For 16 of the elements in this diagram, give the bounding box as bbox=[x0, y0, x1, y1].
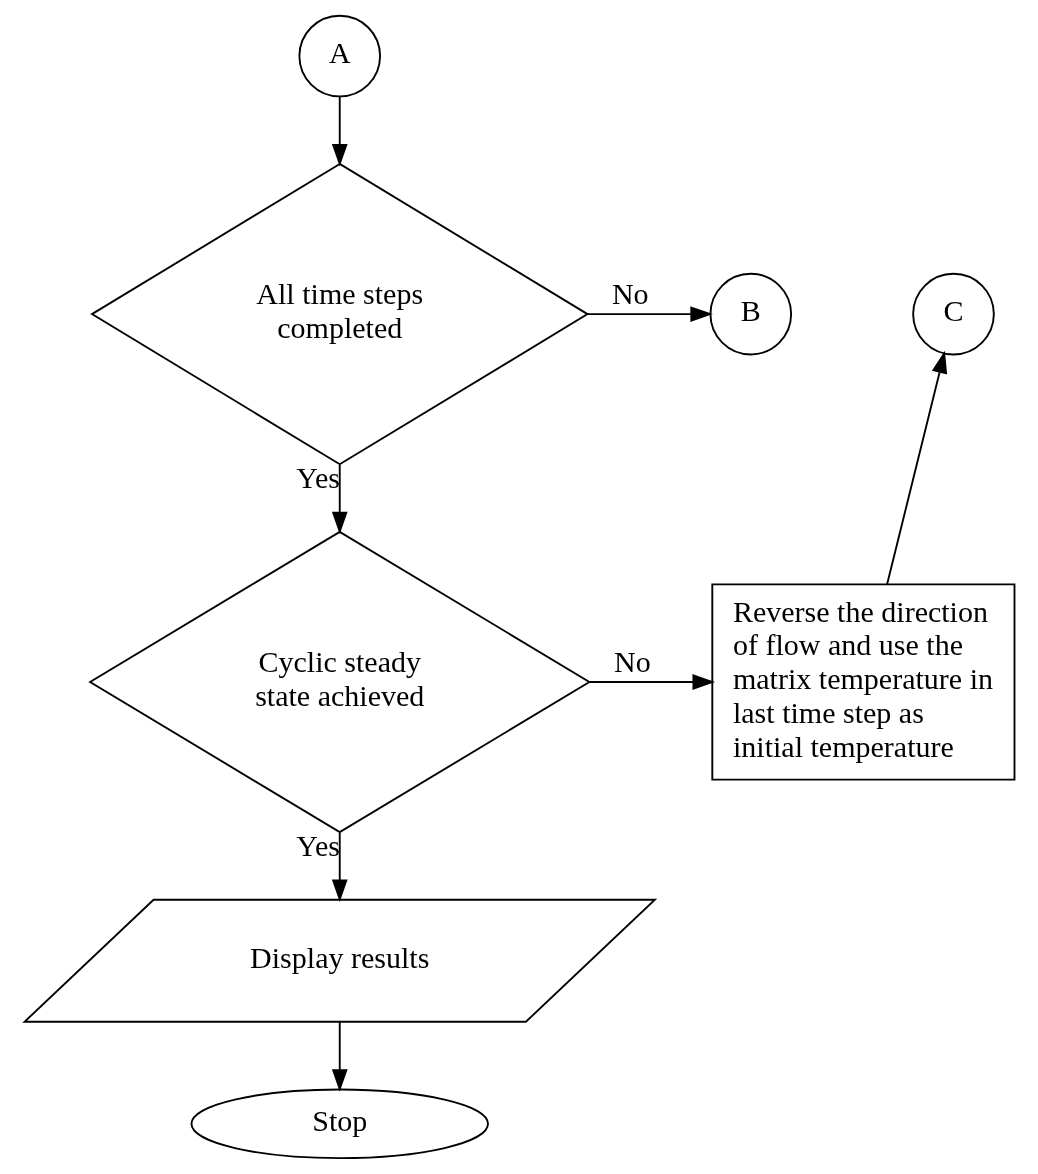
arrow bbox=[588, 674, 715, 690]
edge-label: No bbox=[613, 645, 651, 679]
arrow bbox=[331, 95, 348, 167]
node-circle: A bbox=[297, 14, 381, 98]
node-circle: B bbox=[709, 272, 792, 356]
node-circle: C bbox=[911, 272, 995, 356]
arrow bbox=[331, 463, 348, 535]
node-box: Reverse the direction of flow and use the matrix temperature in last time step as initial temperature bbox=[710, 583, 1015, 781]
node-ellipse: Stop bbox=[190, 1088, 489, 1160]
arrow bbox=[885, 350, 947, 586]
node-diamond: All time steps completed bbox=[89, 162, 589, 466]
arrow bbox=[586, 306, 713, 322]
edge-label: No bbox=[611, 277, 649, 311]
arrow bbox=[331, 1021, 348, 1092]
arrow bbox=[331, 831, 348, 902]
node-diamond: Cyclic steady state achieved bbox=[87, 530, 591, 834]
